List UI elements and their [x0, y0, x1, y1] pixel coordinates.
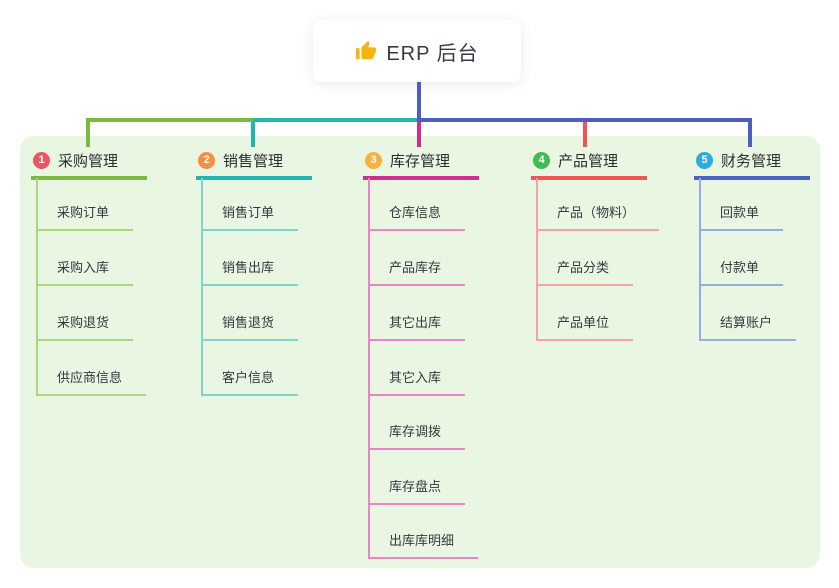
branch-5-title: 财务管理	[721, 152, 782, 170]
child-node[interactable]: 回款单	[720, 205, 760, 220]
branches-panel	[20, 136, 820, 568]
thumbs-up-icon	[355, 40, 377, 62]
child-node[interactable]: 销售订单	[222, 205, 275, 220]
branch-2-title: 销售管理	[223, 152, 284, 170]
child-node[interactable]: 付款单	[720, 260, 760, 275]
branch-3-number-badge: 3	[365, 151, 382, 169]
child-node[interactable]: 其它入库	[389, 370, 442, 385]
child-node[interactable]: 结算账户	[720, 315, 773, 330]
child-node[interactable]: 采购订单	[57, 205, 110, 220]
child-node[interactable]: 产品（物料）	[557, 205, 636, 220]
root-node[interactable]: ERP 后台	[313, 20, 521, 82]
branch-node-3[interactable]: 3 库存管理	[365, 148, 450, 172]
branch-4-number-badge: 4	[533, 151, 550, 169]
child-node[interactable]: 销售出库	[222, 260, 275, 275]
child-node[interactable]: 其它出库	[389, 315, 442, 330]
branch-3-title: 库存管理	[390, 152, 451, 170]
branch-node-5[interactable]: 5 财务管理	[696, 148, 781, 172]
child-node[interactable]: 供应商信息	[57, 370, 123, 385]
child-node[interactable]: 产品分类	[557, 260, 610, 275]
branch-5-number-badge: 5	[696, 151, 713, 169]
child-node[interactable]: 产品库存	[389, 260, 442, 275]
branch-node-1[interactable]: 1 采购管理	[33, 148, 118, 172]
child-node[interactable]: 采购入库	[57, 260, 110, 275]
child-node[interactable]: 客户信息	[222, 370, 275, 385]
branch-2-number-badge: 2	[198, 151, 215, 169]
child-node[interactable]: 产品单位	[557, 315, 610, 330]
branch-node-4[interactable]: 4 产品管理	[533, 148, 618, 172]
branch-1-title: 采购管理	[58, 152, 119, 170]
child-node[interactable]: 采购退货	[57, 315, 110, 330]
branch-4-title: 产品管理	[558, 152, 619, 170]
child-node[interactable]: 库存调拨	[389, 424, 442, 439]
child-node[interactable]: 库存盘点	[389, 479, 442, 494]
root-label: ERP 后台	[386, 42, 479, 65]
child-node[interactable]: 仓库信息	[389, 205, 442, 220]
child-node[interactable]: 出库库明细	[389, 533, 455, 548]
branch-node-2[interactable]: 2 销售管理	[198, 148, 283, 172]
branch-1-number-badge: 1	[33, 151, 50, 169]
child-node[interactable]: 销售退货	[222, 315, 275, 330]
